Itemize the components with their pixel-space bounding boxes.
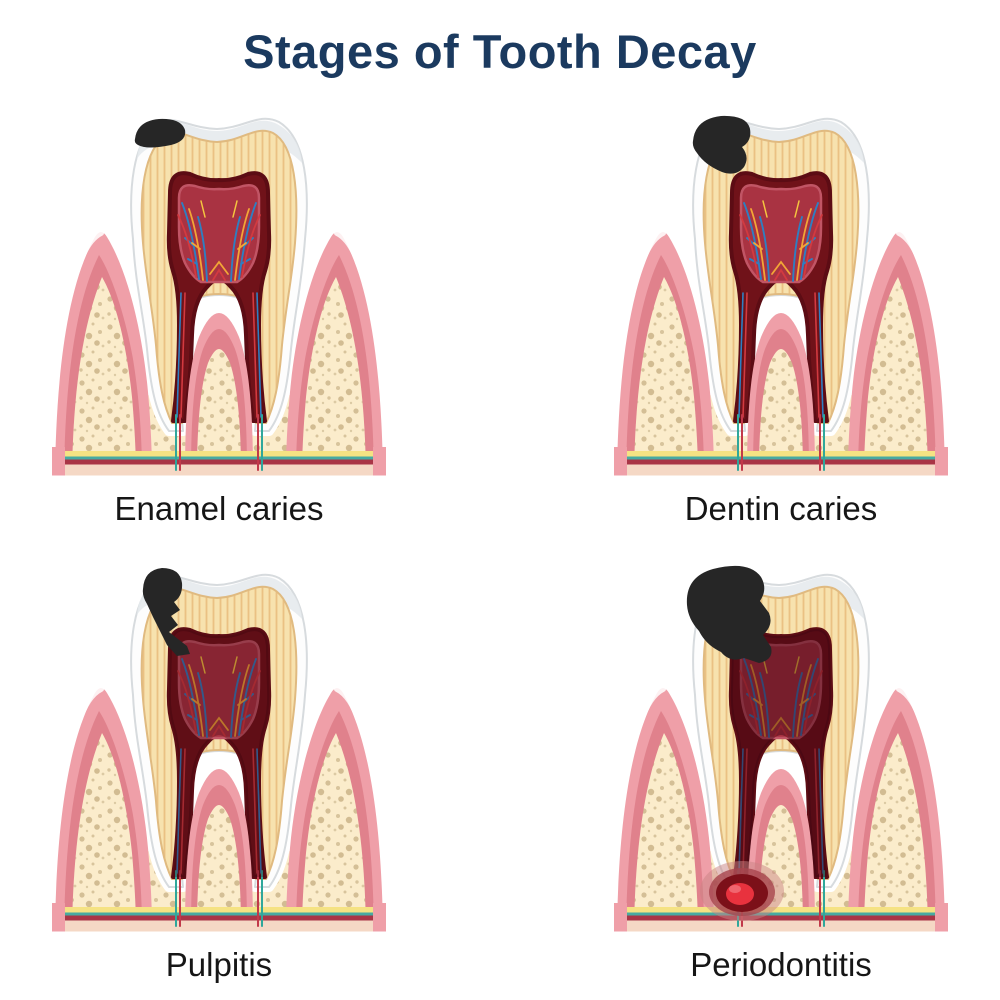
page-title: Stages of Tooth Decay bbox=[243, 25, 757, 78]
tooth-illustration-dentin-caries bbox=[611, 97, 951, 481]
tooth-illustration-pulpitis bbox=[49, 568, 389, 937]
tooth-illustration-enamel-caries bbox=[49, 97, 389, 481]
stages-grid: Enamel caries Dentin caries Pulpitis Per… bbox=[0, 97, 1000, 984]
tooth-illustration-periodontitis bbox=[611, 566, 951, 937]
stage-panel-dentin-caries: Dentin caries bbox=[611, 97, 951, 527]
stage-label: Periodontitis bbox=[690, 946, 872, 984]
stage-label: Dentin caries bbox=[684, 490, 878, 527]
stage-label: Pulpitis bbox=[165, 946, 273, 984]
stage-panel-enamel-caries: Enamel caries bbox=[49, 97, 389, 527]
stage-label: Enamel caries bbox=[114, 490, 324, 527]
stage-panel-periodontitis: Periodontitis bbox=[611, 553, 951, 983]
stage-panel-pulpitis: Pulpitis bbox=[49, 553, 389, 983]
